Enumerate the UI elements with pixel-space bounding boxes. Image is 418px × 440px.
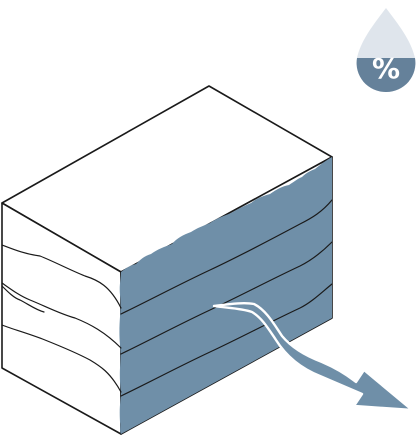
drop-top bbox=[357, 8, 415, 58]
moisture-stain bbox=[119, 157, 332, 434]
humidity-drop-icon: % bbox=[356, 8, 416, 93]
right-layer-lines bbox=[120, 199, 333, 397]
drainage-arrow bbox=[212, 301, 414, 412]
drop-bottom bbox=[356, 58, 416, 93]
left-layer-lines bbox=[1, 244, 122, 393]
percent-symbol: % bbox=[372, 52, 400, 85]
